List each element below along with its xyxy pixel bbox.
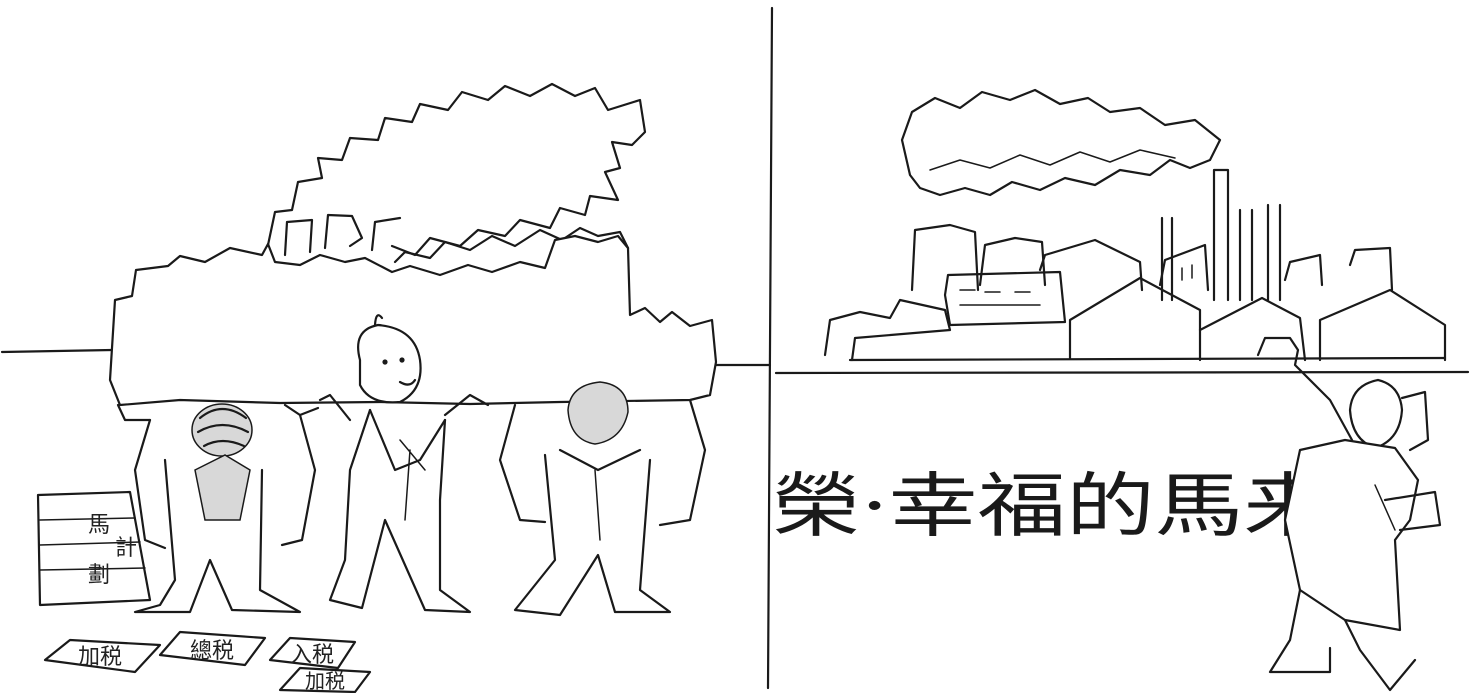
right-smoke	[900, 88, 1222, 197]
prosperous-factories	[823, 168, 1447, 362]
pile-text-2: 計	[115, 536, 137, 561]
paper-pile: 馬 計 劃	[36, 490, 152, 607]
man-right-crouching	[498, 381, 707, 617]
man-center-shouting	[318, 314, 490, 614]
tax-paper-2: 總税	[190, 639, 234, 664]
left-horizon	[0, 348, 114, 354]
pile-text-3: 劃	[88, 563, 110, 588]
right-horizon	[774, 370, 1470, 375]
prosperity-banner: 榮·幸福的馬来	[772, 465, 1332, 547]
panel-divider	[766, 6, 774, 690]
tax-paper-1: 加税	[78, 645, 122, 670]
admiring-man	[1256, 336, 1442, 692]
pile-text-1: 馬	[88, 513, 110, 538]
left-lower-smoke	[393, 226, 630, 277]
smoke-window-3	[370, 216, 402, 252]
tax-papers: 加税 總税 入税 加税	[43, 630, 372, 693]
man-left-burdened	[116, 403, 320, 614]
left-upper-smoke	[266, 82, 647, 257]
right-smoke-inner	[929, 149, 1176, 171]
smoke-window-2	[323, 213, 364, 250]
tax-paper-3: 入税	[290, 643, 334, 668]
tax-paper-4: 加税	[305, 669, 345, 693]
smoke-window-1	[283, 218, 314, 257]
